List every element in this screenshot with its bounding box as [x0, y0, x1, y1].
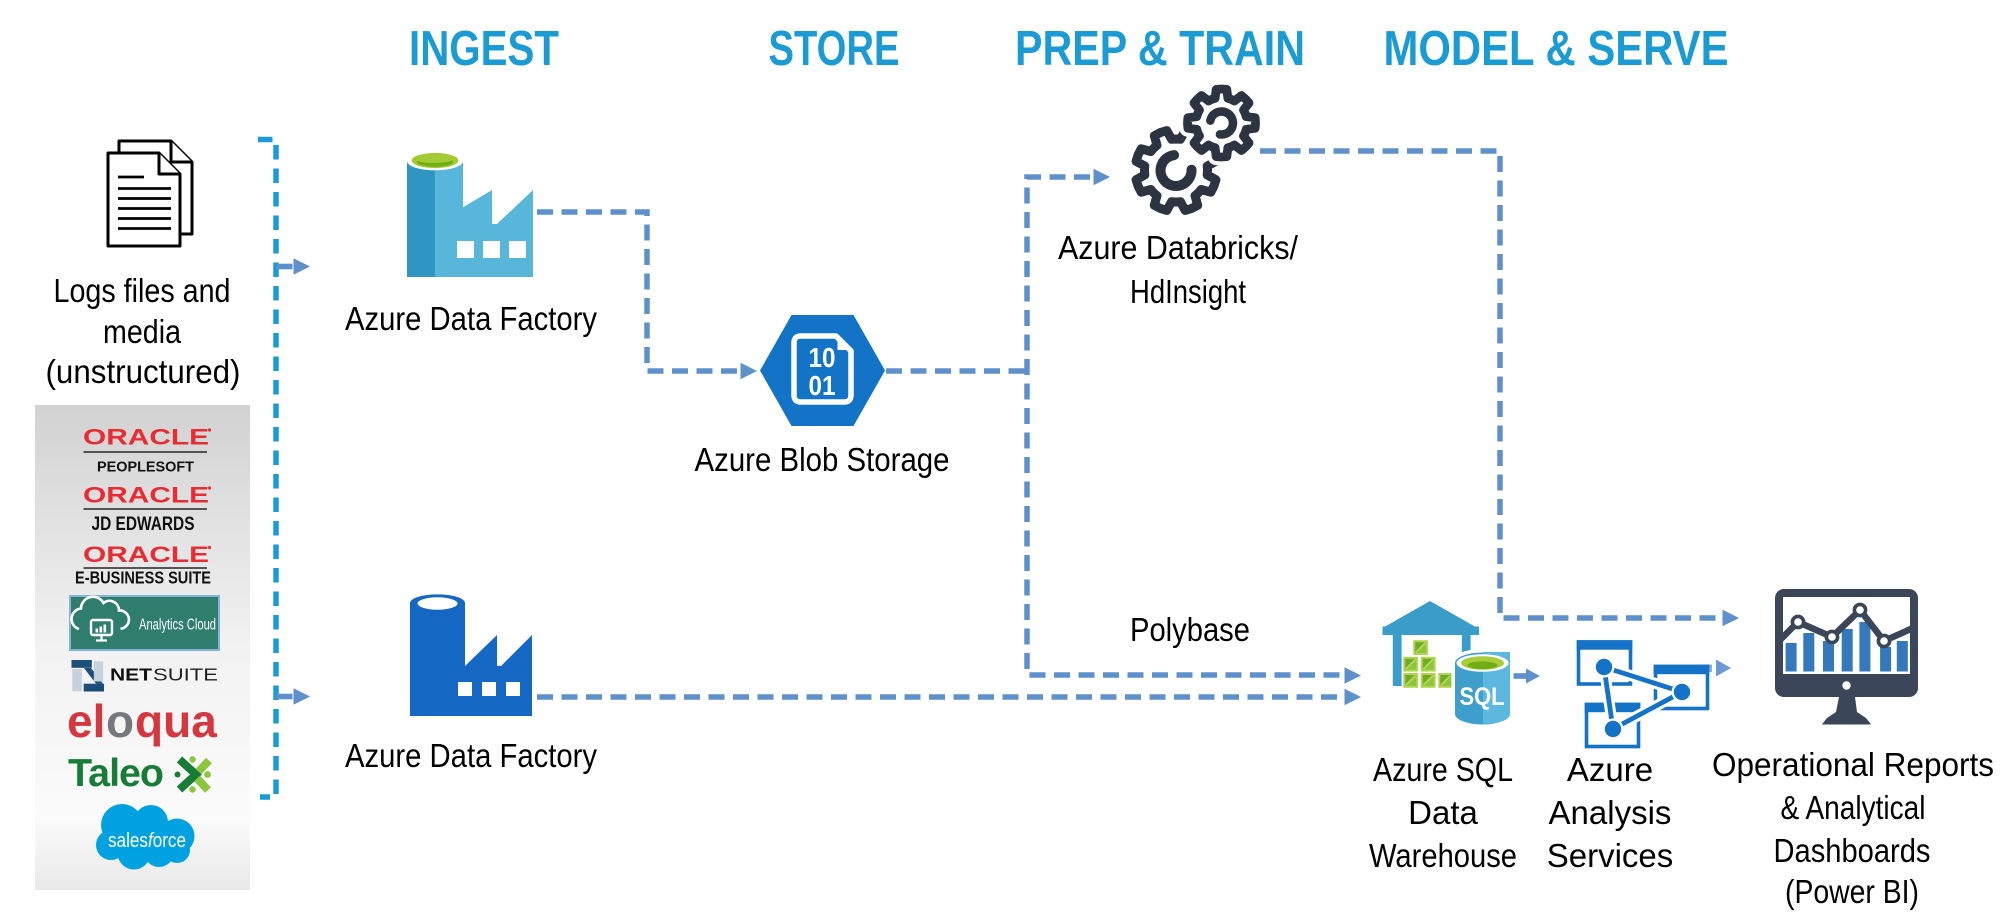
svg-text:Azure Data Factory: Azure Data Factory: [345, 737, 597, 774]
svg-text:& Analytical: & Analytical: [1781, 789, 1926, 826]
svg-text:NET: NET: [110, 665, 152, 685]
svg-text:Logs files and: Logs files and: [54, 272, 231, 309]
svg-text:Analysis: Analysis: [1549, 794, 1672, 831]
svg-text:STORE: STORE: [769, 22, 900, 76]
svg-text:Polybase: Polybase: [1130, 611, 1250, 648]
svg-text:(Power BI): (Power BI): [1785, 873, 1919, 910]
svg-text:Analytics Cloud: Analytics Cloud: [139, 617, 216, 634]
svg-text:E-BUSINESS SUITE: E-BUSINESS SUITE: [75, 568, 211, 588]
svg-text:SQL: SQL: [1460, 683, 1505, 711]
svg-text:MODEL & SERVE: MODEL & SERVE: [1384, 22, 1729, 76]
svg-text:Dashboards: Dashboards: [1774, 832, 1931, 869]
svg-text:media: media: [103, 313, 182, 350]
svg-text:salesforce: salesforce: [108, 830, 186, 852]
svg-text:JD EDWARDS: JD EDWARDS: [92, 514, 195, 535]
svg-text:PREP & TRAIN: PREP & TRAIN: [1015, 22, 1305, 76]
svg-text:Azure Databricks/: Azure Databricks/: [1058, 229, 1299, 266]
svg-text:ORACLE: ORACLE: [83, 425, 209, 450]
svg-text:el: el: [67, 695, 105, 747]
svg-text:01: 01: [809, 370, 836, 401]
svg-text:Azure: Azure: [1567, 751, 1653, 788]
svg-text:INGEST: INGEST: [409, 22, 559, 76]
svg-text:PEOPLESOFT: PEOPLESOFT: [97, 459, 194, 476]
svg-text:Warehouse: Warehouse: [1369, 837, 1517, 874]
svg-text:ORACLE: ORACLE: [83, 542, 209, 567]
svg-text:Azure Data Factory: Azure Data Factory: [345, 300, 597, 337]
svg-text:HdInsight: HdInsight: [1130, 273, 1246, 310]
svg-text:(unstructured): (unstructured): [46, 353, 241, 390]
svg-text:Taleo: Taleo: [68, 752, 163, 795]
svg-text:10: 10: [809, 342, 836, 373]
svg-text:Operational Reports: Operational Reports: [1712, 746, 1994, 783]
svg-text:qua: qua: [135, 695, 217, 747]
svg-text:Azure SQL: Azure SQL: [1373, 751, 1513, 788]
svg-text:SUITE: SUITE: [153, 665, 218, 685]
svg-text:ORACLE: ORACLE: [83, 483, 209, 508]
svg-text:o: o: [106, 695, 134, 747]
svg-text:Services: Services: [1547, 837, 1674, 874]
svg-text:Azure Blob Storage: Azure Blob Storage: [695, 441, 950, 478]
svg-text:Data: Data: [1408, 794, 1478, 831]
